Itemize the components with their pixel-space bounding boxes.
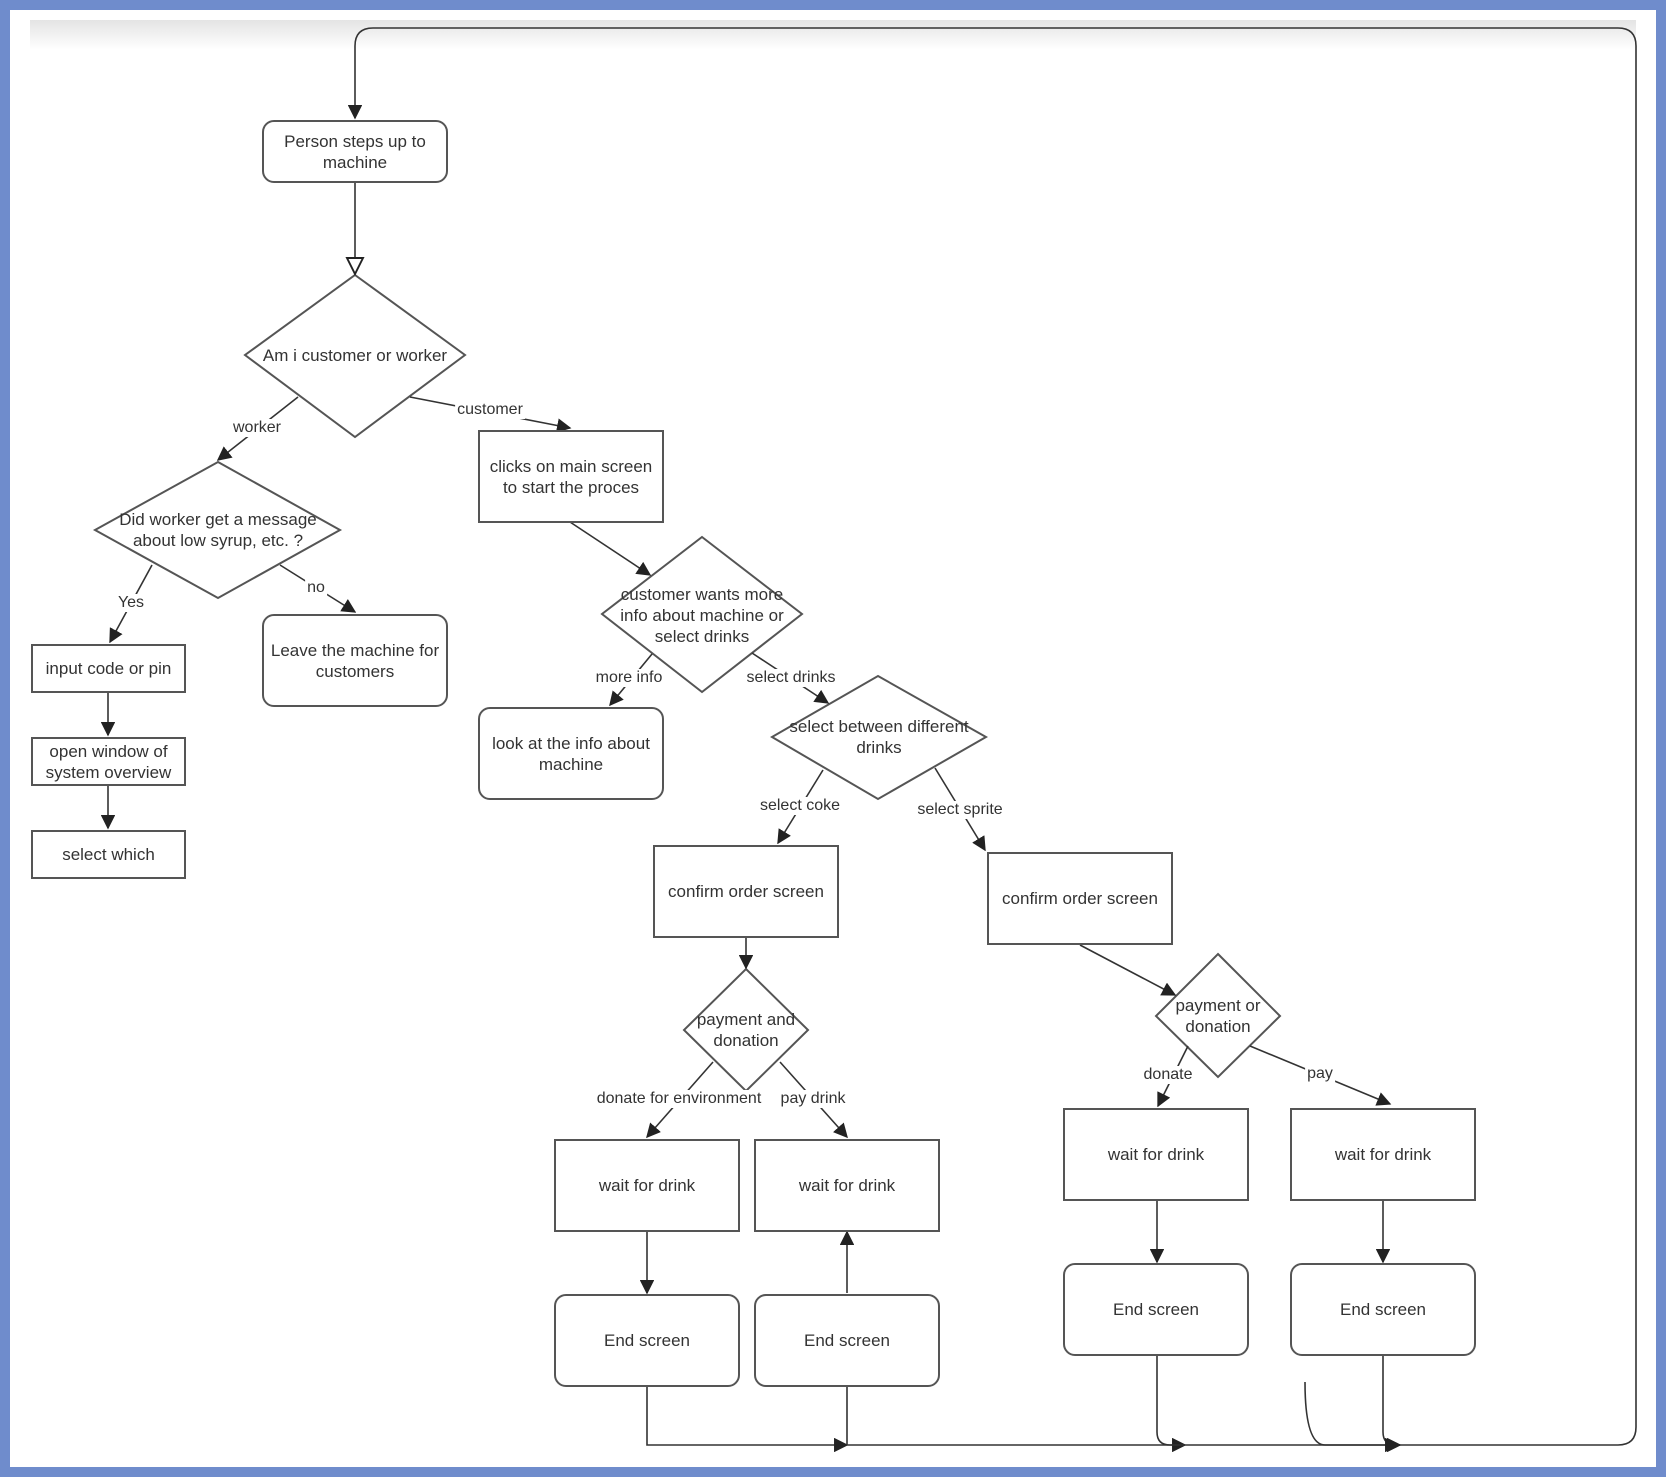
edge-label-more-info: more info: [593, 669, 665, 687]
confirm-sprite-to-payment-connector: [1079, 944, 1177, 996]
canvas-top-shade: [30, 20, 1636, 50]
wait-node-4: wait for drink: [1290, 1108, 1476, 1201]
clicks-to-decision-connector: [569, 521, 652, 576]
end-node-4: End screen: [1290, 1263, 1476, 1356]
edge-label-worker: worker: [230, 419, 284, 437]
loop-back-connector: [347, 27, 1637, 1446]
payment-donation-sprite-text: payment or donation: [1175, 996, 1261, 1036]
look-info-node: look at the info about machine: [478, 707, 664, 800]
end4-to-bottom-connector: [1382, 1355, 1400, 1453]
info-or-drinks-decision-text: customer wants more info about machine o…: [620, 584, 784, 646]
edge-label-yes: Yes: [115, 594, 147, 612]
start-node: Person steps up to machine: [262, 120, 448, 183]
input-code-node: input code or pin: [31, 644, 186, 693]
select-drinks-decision-text: select between different drinks: [789, 717, 969, 757]
wait-node-3: wait for drink: [1063, 1108, 1249, 1201]
select-drinks-decision-diamond: [770, 674, 989, 801]
end1-to-bottom-connector: [646, 1385, 849, 1453]
wait-node-1: wait for drink: [554, 1139, 740, 1232]
end3-to-bottom-connector: [1156, 1355, 1402, 1453]
select-which-node: select which: [31, 830, 186, 879]
end-node-3: End screen: [1063, 1263, 1249, 1356]
edge-label-donate: donate: [1141, 1066, 1195, 1084]
edge-label-customer: customer: [455, 401, 525, 419]
end-node-2: End screen: [754, 1294, 940, 1387]
edge-label-pay: pay: [1305, 1065, 1335, 1083]
clicks-main-node: clicks on main screen to start the proce…: [478, 430, 664, 523]
wait-node-2: wait for drink: [754, 1139, 940, 1232]
edge-label-no: no: [305, 579, 327, 597]
end2-to-bottom-connector: [846, 1385, 1187, 1453]
edge-label-select-drinks: select drinks: [744, 669, 838, 687]
leave-machine-node: Leave the machine for customers: [262, 614, 448, 707]
confirm-sprite-node: confirm order screen: [987, 852, 1173, 945]
edge-label-select-sprite: select sprite: [915, 801, 1005, 819]
open-overview-node: open window of system overview: [31, 737, 186, 786]
role-decision-text: Am i customer or worker: [262, 345, 448, 365]
edge-label-donate-env: donate for environment: [594, 1090, 764, 1108]
info-or-drinks-decision-diamond: [600, 535, 804, 694]
worker-msg-decision-diamond: [92, 460, 343, 600]
payment-donation-coke-text: payment and donation: [696, 1010, 796, 1050]
edge-label-pay-drink: pay drink: [778, 1090, 848, 1108]
worker-msg-decision-text: Did worker get a message about low syrup…: [119, 510, 317, 550]
confirm-coke-node: confirm order screen: [653, 845, 839, 938]
end-node-1: End screen: [554, 1294, 740, 1387]
role-decision-diamond: [243, 273, 467, 439]
edge-label-select-coke: select coke: [757, 797, 843, 815]
